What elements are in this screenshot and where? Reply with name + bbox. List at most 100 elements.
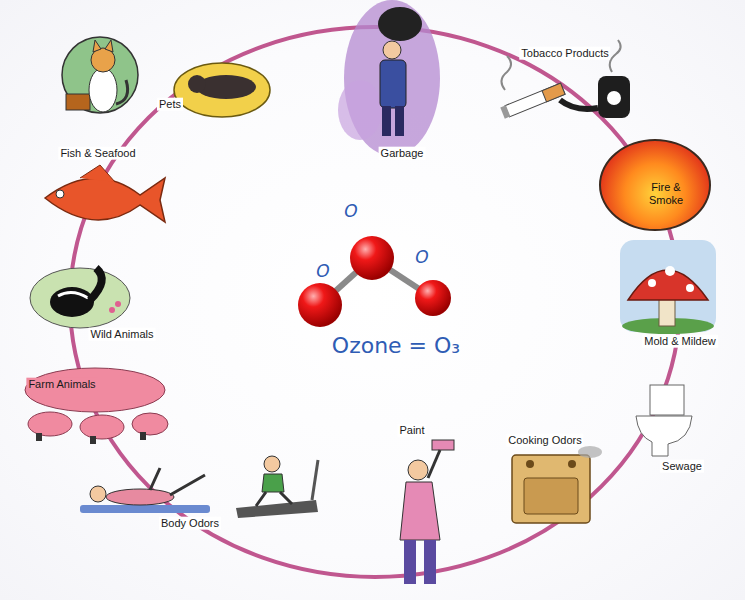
source-label: Paint: [397, 424, 426, 437]
tobacco-figure-part: [560, 100, 598, 109]
runner-figure-part: [262, 474, 284, 492]
pig-figure-part: [132, 413, 168, 435]
dog-cushion-part: [174, 63, 270, 117]
runner-figure-part: [256, 492, 292, 506]
skunk-figure-part: [90, 268, 102, 300]
painter-figure-part: [400, 482, 440, 540]
skunk-figure-part: [50, 287, 94, 317]
runner-figure-part: [264, 456, 280, 472]
source-label: Body Odors: [159, 517, 221, 530]
source-label: Farm Animals: [26, 378, 97, 391]
ozone-molecule: [298, 236, 451, 327]
mold-figure-part: [665, 266, 675, 276]
tobacco-figure-part: [610, 40, 621, 72]
cat-figure-part: [116, 80, 128, 104]
garbage-figure-part: [380, 60, 406, 108]
fish-figure-part: [56, 190, 64, 198]
atom-label: O: [413, 248, 430, 268]
cat-figure-part: [105, 40, 113, 52]
stove-figure-part: [512, 455, 590, 523]
painter-figure-part: [432, 440, 454, 450]
cat-figure-part: [89, 68, 117, 112]
fish-figure: [45, 165, 165, 222]
yoga-figure-part: [106, 489, 174, 505]
painter-figure: [400, 440, 454, 584]
skunk-figure-part: [109, 307, 115, 313]
mold-figure-part: [686, 284, 694, 292]
tobacco-figure-part-part: [500, 105, 510, 118]
runner-figure-part: [236, 500, 318, 518]
fish-figure-part: [45, 178, 165, 222]
toilet-figure-part: [650, 385, 684, 415]
tobacco-figure-part: [500, 83, 565, 118]
mold-figure-part: [620, 240, 716, 332]
tobacco-figure-part: [501, 56, 511, 90]
cat-figure-part: [93, 40, 101, 52]
pig-figure-part: [36, 433, 42, 441]
toilet-figure: [636, 385, 692, 456]
mold-figure: [620, 240, 716, 334]
stove-figure-part: [568, 460, 576, 468]
pig-figure-part: [25, 368, 165, 412]
pig-figure-part: [80, 415, 124, 439]
atom-label: O: [342, 202, 359, 222]
runner-figure-part: [312, 460, 318, 500]
stove-figure-part: [524, 478, 578, 514]
stove-figure-part: [526, 460, 534, 468]
pig-figure-part: [28, 412, 72, 436]
stove-figure: [512, 446, 602, 523]
skunk-figure-part: [30, 268, 130, 328]
pig-figure-part: [140, 432, 146, 440]
skunk-figure: [30, 268, 130, 328]
painter-figure-part: [404, 540, 416, 584]
tobacco-figure: [500, 40, 630, 119]
tobacco-figure-part-part: [505, 83, 565, 117]
yoga-figure: [80, 468, 210, 513]
garbage-figure-part: [395, 106, 404, 136]
node-text: Fire & Smoke: [640, 181, 692, 206]
painter-figure-part: [428, 450, 440, 478]
runner-figure: [236, 456, 318, 518]
ozone-molecule-part: [298, 283, 342, 327]
skunk-figure-part: [115, 301, 121, 307]
source-label: Wild Animals: [89, 328, 156, 341]
ozone-molecule-part: [350, 236, 394, 280]
source-label: Pets: [157, 98, 183, 111]
ozone-molecule-part: [415, 280, 451, 316]
mold-figure-part: [648, 279, 656, 287]
cat-figure-part: [66, 94, 90, 110]
dog-cushion: [174, 63, 270, 117]
garbage-figure-part: [382, 106, 391, 136]
garbage-figure-part: [338, 80, 382, 140]
tobacco-figure-part: [598, 76, 630, 118]
stove-figure-part: [578, 446, 602, 458]
yoga-figure-part: [90, 486, 106, 502]
yoga-figure-part: [150, 468, 205, 495]
garbage-figure-part: [378, 7, 422, 41]
painter-figure-part: [408, 460, 428, 480]
source-label: Tobacco Products: [519, 47, 610, 60]
source-label: Sewage: [660, 460, 704, 473]
skunk-figure-part: [58, 292, 88, 298]
fish-figure-part: [80, 165, 115, 182]
odor-ring: [70, 27, 680, 577]
source-label: Mold & Mildew: [642, 335, 718, 348]
atom-label: O: [314, 262, 331, 282]
garbage-figure-part: [383, 41, 401, 59]
dog-cushion-part: [188, 75, 206, 93]
yoga-figure-part: [80, 505, 210, 513]
pig-figure-part: [90, 436, 96, 444]
source-label: Garbage: [379, 147, 426, 160]
cat-figure: [62, 37, 138, 113]
source-label: Cooking Odors: [506, 434, 583, 447]
painter-figure-part: [424, 540, 436, 584]
fire-circle: Fire & Smoke: [599, 139, 711, 231]
atom-label: Ozone = O₃: [330, 333, 462, 358]
pig-figure: [25, 368, 168, 444]
cat-figure-part: [62, 37, 138, 113]
tobacco-figure-part: [607, 91, 621, 105]
source-label: Fish & Seafood: [58, 147, 137, 160]
